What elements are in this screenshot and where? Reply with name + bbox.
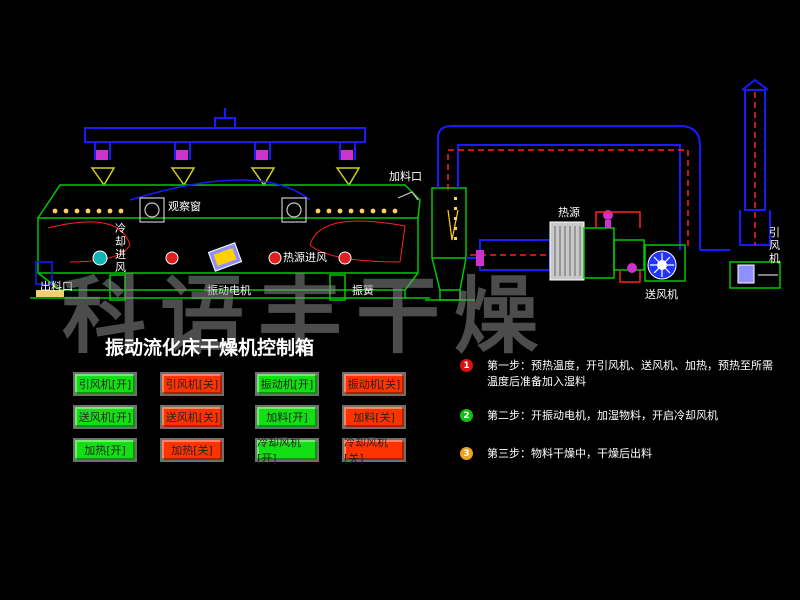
control-button-5[interactable]: 送风机[关] [160, 405, 224, 429]
induced-fan-icon [729, 261, 781, 289]
label-vibration-motor: 振动电机 [207, 283, 251, 297]
label-induced-fan: 引风机 [769, 225, 780, 265]
control-button-8[interactable]: 加热[开] [73, 438, 137, 462]
dust-cyclone-tower [425, 187, 475, 301]
step-3: 3 第三步：物料干燥中，干燥后出料 [460, 446, 780, 462]
control-button-4[interactable]: 送风机[开] [73, 405, 137, 429]
label-observation-window: 观察窗 [168, 199, 201, 213]
step-number-badge: 2 [460, 409, 473, 422]
step-text: 第一步：预热温度，开引风机、送风机、加热，预热至所需温度后准备加入湿料 [487, 359, 773, 388]
svg-text:冷却进风: 冷却进风 [115, 222, 126, 274]
step-text: 第二步：开振动电机，加湿物料，开启冷却风机 [487, 409, 718, 422]
control-button-2[interactable]: 振动机[开] [255, 372, 319, 396]
material-particles [52, 208, 398, 214]
exhaust-stack [700, 78, 771, 251]
label-cooling-air: 冷却进风 [115, 222, 126, 274]
control-button-7[interactable]: 加料[关] [342, 405, 406, 429]
control-button-3[interactable]: 振动机[关] [342, 372, 406, 396]
air-inlet-fittings [92, 250, 352, 266]
step-2: 2 第二步：开振动电机，加湿物料，开启冷却风机 [460, 408, 780, 424]
discharge-chute [35, 261, 64, 297]
hot-air-pipe [466, 250, 484, 266]
label-heat-source: 热源 [558, 205, 580, 219]
control-button-6[interactable]: 加料[开] [255, 405, 319, 429]
fluid-bed-body [30, 179, 430, 299]
label-spring: 振簧 [352, 283, 374, 297]
control-panel-title: 振动流化床干燥机控制箱 [105, 337, 315, 359]
step-1: 1 第一步：预热温度，开引风机、送风机、加热，预热至所需温度后准备加入湿料 [460, 358, 780, 390]
vibration-motor-icon [207, 242, 243, 272]
supply-fan-icon [644, 244, 686, 282]
step-text: 第三步：物料干燥中，干燥后出料 [487, 447, 652, 460]
control-button-1[interactable]: 引风机[关] [160, 372, 224, 396]
feed-inlet-hopper [397, 191, 419, 201]
bed-hoods [90, 167, 361, 187]
cyclone-duct [437, 125, 701, 250]
hot-air-flow-line [447, 149, 689, 250]
control-button-10[interactable]: 冷却风机[开] [255, 436, 319, 465]
step-number-badge: 3 [460, 447, 473, 460]
hood-valves [96, 150, 353, 160]
step-number-badge: 1 [460, 359, 473, 372]
label-hot-air-inlet: 热源进风 [283, 250, 327, 264]
cyclone-valves [454, 197, 457, 240]
svg-text:引风机: 引风机 [769, 225, 780, 265]
label-discharge: 出料口 [40, 279, 73, 293]
steam-pipes [595, 211, 641, 283]
control-button-0[interactable]: 引风机[开] [73, 372, 137, 396]
bed-legs [109, 274, 346, 301]
control-button-9[interactable]: 加热[关] [160, 438, 224, 462]
heat-exchanger [470, 221, 645, 281]
watermark-text: 科语丰干燥 [62, 267, 552, 365]
control-button-11[interactable]: 冷却风机[关] [342, 436, 406, 465]
steam-valve-icon [603, 210, 637, 273]
label-supply-fan: 送风机 [645, 287, 678, 301]
observation-window-icon [139, 197, 307, 223]
cyclone-inner [447, 209, 459, 241]
top-exhaust-duct [84, 108, 366, 160]
label-feed-inlet: 加料口 [389, 169, 422, 183]
